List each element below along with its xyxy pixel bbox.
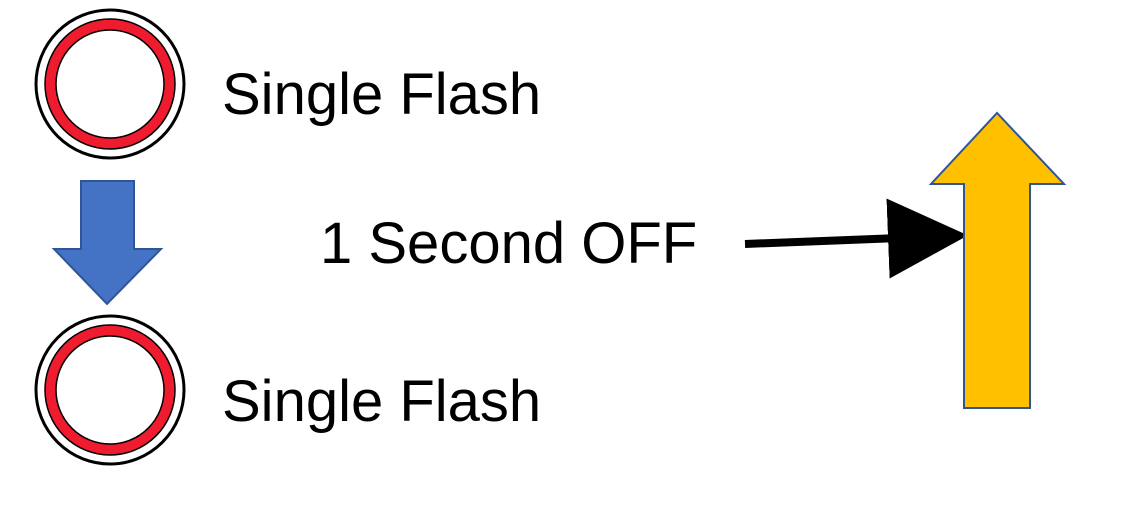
state-label-bottom: Single Flash (222, 369, 542, 434)
down-arrow-icon (51, 180, 164, 306)
state-label-top: Single Flash (222, 62, 542, 127)
flash-ring-icon (34, 8, 186, 160)
connector-arrow (744, 198, 968, 279)
flash-ring-icon (34, 314, 186, 466)
pause-label: 1 Second OFF (320, 211, 698, 276)
up-arrow-icon (928, 111, 1067, 409)
